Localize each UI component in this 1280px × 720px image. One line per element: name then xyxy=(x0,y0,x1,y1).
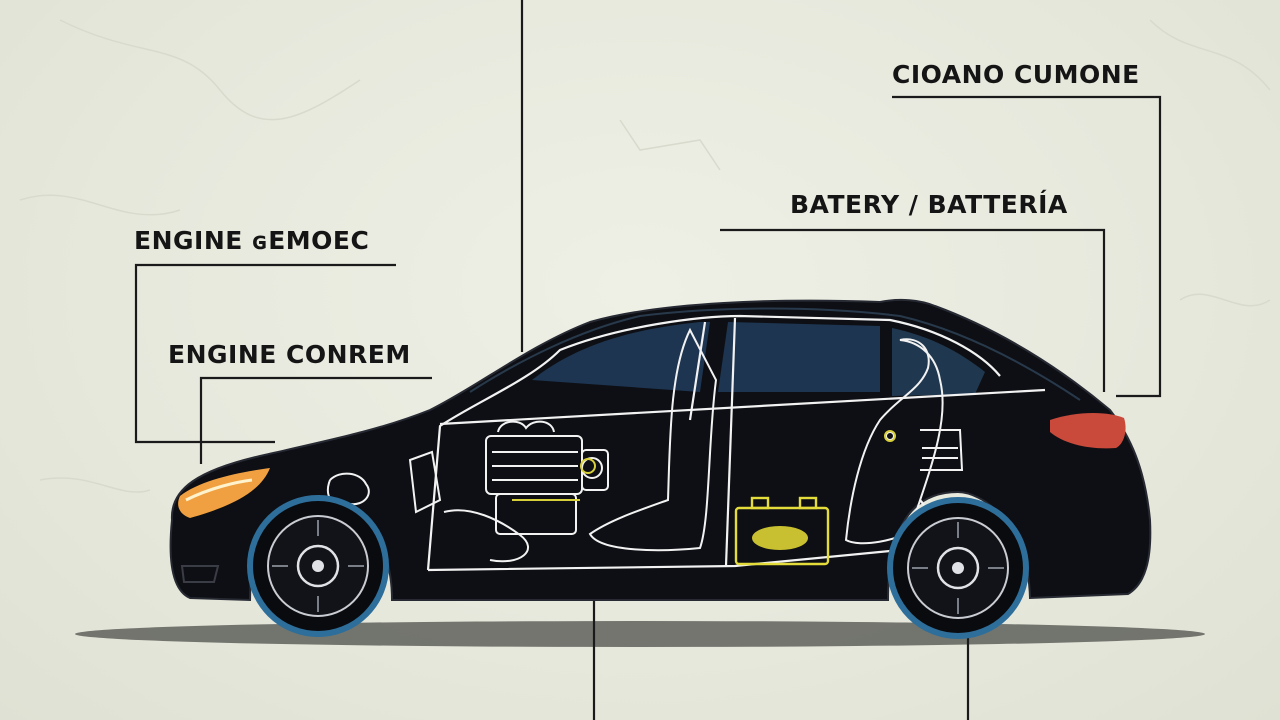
wheel-icon-rear xyxy=(887,497,1029,639)
background-sketch xyxy=(19,19,1271,493)
taillight xyxy=(1050,413,1126,449)
label-engine-conrem: ENGINE CONREM xyxy=(168,340,411,369)
label-cioano-cumone: CIOANO CUMONE xyxy=(892,60,1140,89)
wheel-icon-front xyxy=(247,495,389,637)
engine-accent-yellow xyxy=(512,458,596,501)
battery-icon xyxy=(734,496,830,566)
seat-button-yellow xyxy=(884,430,896,442)
ground-shadow xyxy=(75,621,1205,647)
label-engine-gemoec: ENGINE ɢEMOEC xyxy=(134,226,370,255)
headlight-inner xyxy=(185,478,253,502)
seat-icon-front xyxy=(588,327,718,552)
front-bumper-vent xyxy=(180,565,220,583)
label-battery: BATERY / BATTERÍA xyxy=(790,190,1068,219)
